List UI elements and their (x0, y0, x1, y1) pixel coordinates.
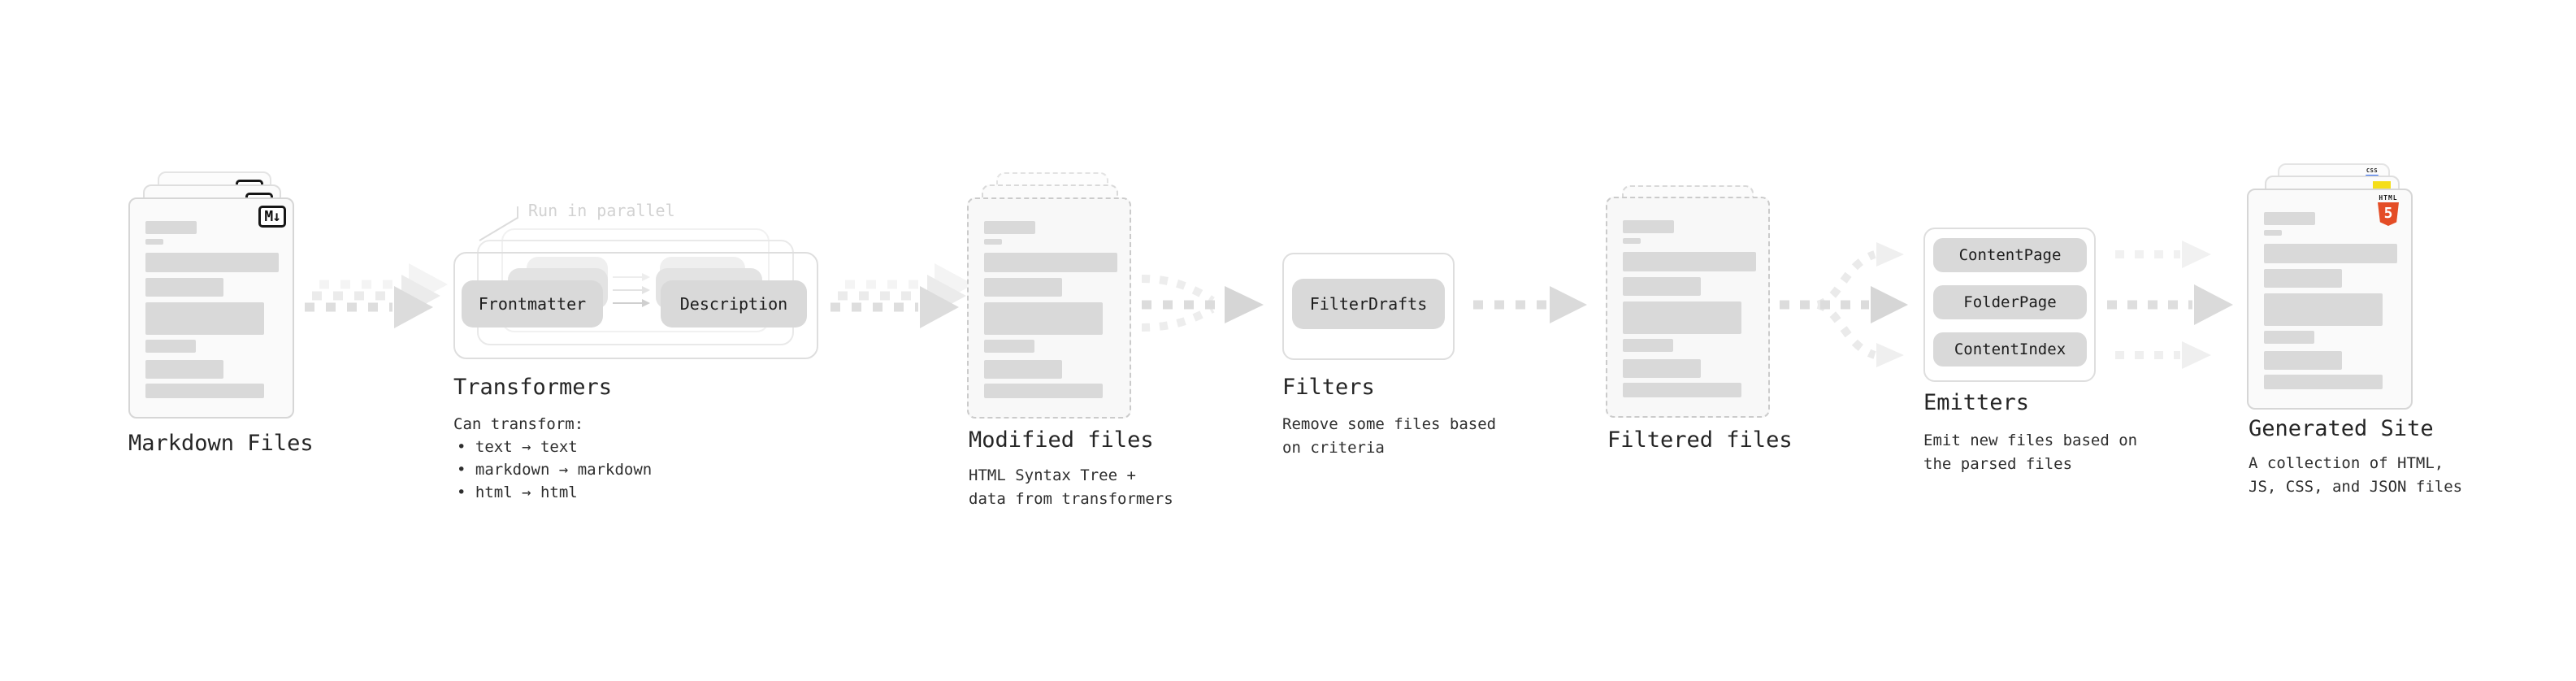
stage-label-markdown-files: Markdown Files (128, 431, 314, 456)
modified-file-card (967, 197, 1131, 419)
text-line-bar (145, 302, 264, 335)
text-line-bar (984, 221, 1035, 234)
css-badge-label: CSS (2366, 167, 2379, 174)
filters-desc-line: Remove some files based (1282, 415, 1497, 433)
text-line-bar (1623, 252, 1756, 271)
flow-arrow-icon (1473, 286, 1587, 323)
run-in-parallel-annotation: Run in parallel (528, 201, 675, 220)
text-line-bar (2264, 293, 2383, 326)
stage-label-generated-site: Generated Site (2249, 416, 2434, 441)
markdown-file-card: M↓ (128, 197, 294, 419)
text-line-bar (145, 360, 223, 379)
filtered-file-card (1606, 197, 1770, 418)
transformers-desc-title: Can transform: (453, 415, 584, 433)
stage-label-filtered-files: Filtered files (1607, 427, 1793, 453)
text-line-bar (1623, 383, 1741, 397)
js-badge-icon (2373, 181, 2391, 190)
text-line-bar (1623, 277, 1701, 296)
text-line-bar (145, 221, 197, 234)
generated-file-card: HTML 5 (2247, 189, 2413, 410)
text-line-bar (2264, 212, 2315, 225)
folderpage-pill: FolderPage (1933, 285, 2087, 319)
generated-desc-line: JS, CSS, and JSON files (2249, 478, 2463, 496)
transform-bullet: • markdown → markdown (457, 461, 653, 479)
stage-label-transformers: Transformers (453, 375, 613, 400)
text-lines (1623, 220, 1756, 397)
filterdrafts-pill: FilterDrafts (1292, 279, 1445, 329)
text-line-bar (1623, 301, 1741, 334)
emitters-desc-line: Emit new files based on (1923, 432, 2138, 449)
description-pill: Description (661, 280, 807, 327)
text-line-bar (1623, 238, 1641, 244)
transform-bullet: • text → text (457, 438, 578, 456)
text-line-bar (984, 384, 1103, 398)
text-lines (984, 221, 1117, 398)
text-line-bar (984, 302, 1103, 335)
text-line-bar (2264, 351, 2342, 370)
flow-arrow-icon (305, 263, 448, 328)
flow-arrow-icon (830, 263, 974, 328)
text-line-bar (984, 253, 1117, 272)
text-line-bar (2264, 244, 2397, 263)
text-line-bar (145, 384, 264, 398)
text-line-bar (984, 340, 1034, 353)
text-line-bar (2264, 269, 2342, 288)
fan-out-arrow-icon (1780, 242, 1908, 367)
text-lines (145, 221, 279, 398)
text-line-bar (1623, 359, 1701, 378)
text-line-bar (984, 360, 1062, 379)
generated-desc-line: A collection of HTML, (2249, 454, 2444, 472)
text-line-bar (145, 278, 223, 297)
contentindex-pill: ContentIndex (1933, 332, 2087, 367)
triple-flow-arrow-icon (2107, 241, 2233, 369)
transformer-layer-front (453, 252, 818, 359)
text-line-bar (1623, 339, 1673, 352)
text-line-bar (984, 239, 1002, 245)
transform-bullet: • html → html (457, 484, 578, 501)
html5-number: 5 (2383, 205, 2393, 222)
parallel-arrows-icon (613, 273, 650, 307)
stage-label-emitters: Emitters (1923, 390, 2030, 415)
fan-in-arrow-icon (1141, 275, 1264, 332)
text-line-bar (1623, 220, 1674, 233)
html5-caption: HTML (2379, 194, 2398, 202)
text-line-bar (2264, 375, 2383, 389)
stage-label-filters: Filters (1282, 375, 1375, 400)
text-line-bar (145, 253, 279, 272)
text-line-bar (145, 340, 196, 353)
emitters-desc-line: the parsed files (1923, 455, 2073, 473)
markdown-icon: M↓ (258, 206, 286, 228)
modified-desc-line: HTML Syntax Tree + (969, 466, 1136, 484)
text-line-bar (2264, 230, 2282, 236)
text-line-bar (984, 278, 1062, 297)
html5-icon: HTML 5 (2374, 194, 2403, 226)
text-lines (2264, 212, 2397, 389)
annotation-leader-line (479, 206, 518, 241)
text-line-bar (2264, 331, 2314, 344)
text-line-bar (145, 239, 163, 245)
contentpage-pill: ContentPage (1933, 238, 2087, 272)
modified-desc-line: data from transformers (969, 490, 1173, 508)
frontmatter-pill: Frontmatter (462, 280, 603, 327)
stage-label-modified-files: Modified files (969, 427, 1154, 453)
filters-desc-line: on criteria (1282, 439, 1385, 457)
